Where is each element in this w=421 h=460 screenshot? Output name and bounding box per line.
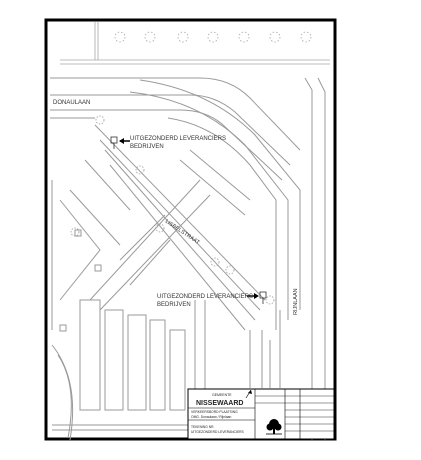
title-block-project-1: VERKEERSBORD PLAATSING	[191, 410, 238, 414]
curved-roads	[129, 77, 326, 440]
traffic-sign-icon	[259, 291, 267, 304]
lower-right-block	[194, 300, 281, 390]
drawing-frame	[44, 18, 337, 441]
title-block-project-2: OMG. Donaulaan / Rijnlaan	[191, 415, 231, 419]
lisbelstraat-road	[69, 124, 266, 331]
annotation-1-line1: UITGEZONDERD LEVERANCIERS	[130, 136, 226, 142]
annotation-2-line2: BEDRIJVEN	[157, 302, 191, 308]
title-block-org-small: GEMEENTE	[212, 393, 232, 397]
crossing-road	[89, 179, 211, 311]
municipal-tree-logo-icon	[266, 419, 282, 435]
annotation-1: UITGEZONDERD LEVERANCIERS BEDRIJVEN	[110, 136, 226, 150]
title-block-org-name: NISSEWAARD	[196, 400, 243, 407]
title-block-drawing-2: UITGEZONDERD LEVERANCIERS	[191, 430, 245, 434]
annotation-1-line2: BEDRIJVEN	[130, 144, 164, 150]
traffic-sign-icon	[110, 136, 118, 149]
annotation-2: UITGEZONDERD LEVERANCIERS BEDRIJVEN	[157, 291, 267, 308]
street-label-donaulaan: DONAULAAN	[53, 100, 90, 106]
street-trees	[70, 115, 275, 305]
lower-left-buildings	[51, 180, 190, 441]
street-label-rijnlaan: RIJNLAAN	[293, 288, 299, 315]
annotation-2-line1: UITGEZONDERD LEVERANCIERS	[157, 294, 253, 300]
title-block: GEMEENTE NISSEWAARD VERKEERSBORD PLAATSI…	[187, 388, 335, 440]
north-arrow-icon	[245, 389, 252, 399]
title-block-drawing-1: TEKENING NR.	[191, 425, 215, 429]
top-tree-row	[60, 22, 330, 65]
